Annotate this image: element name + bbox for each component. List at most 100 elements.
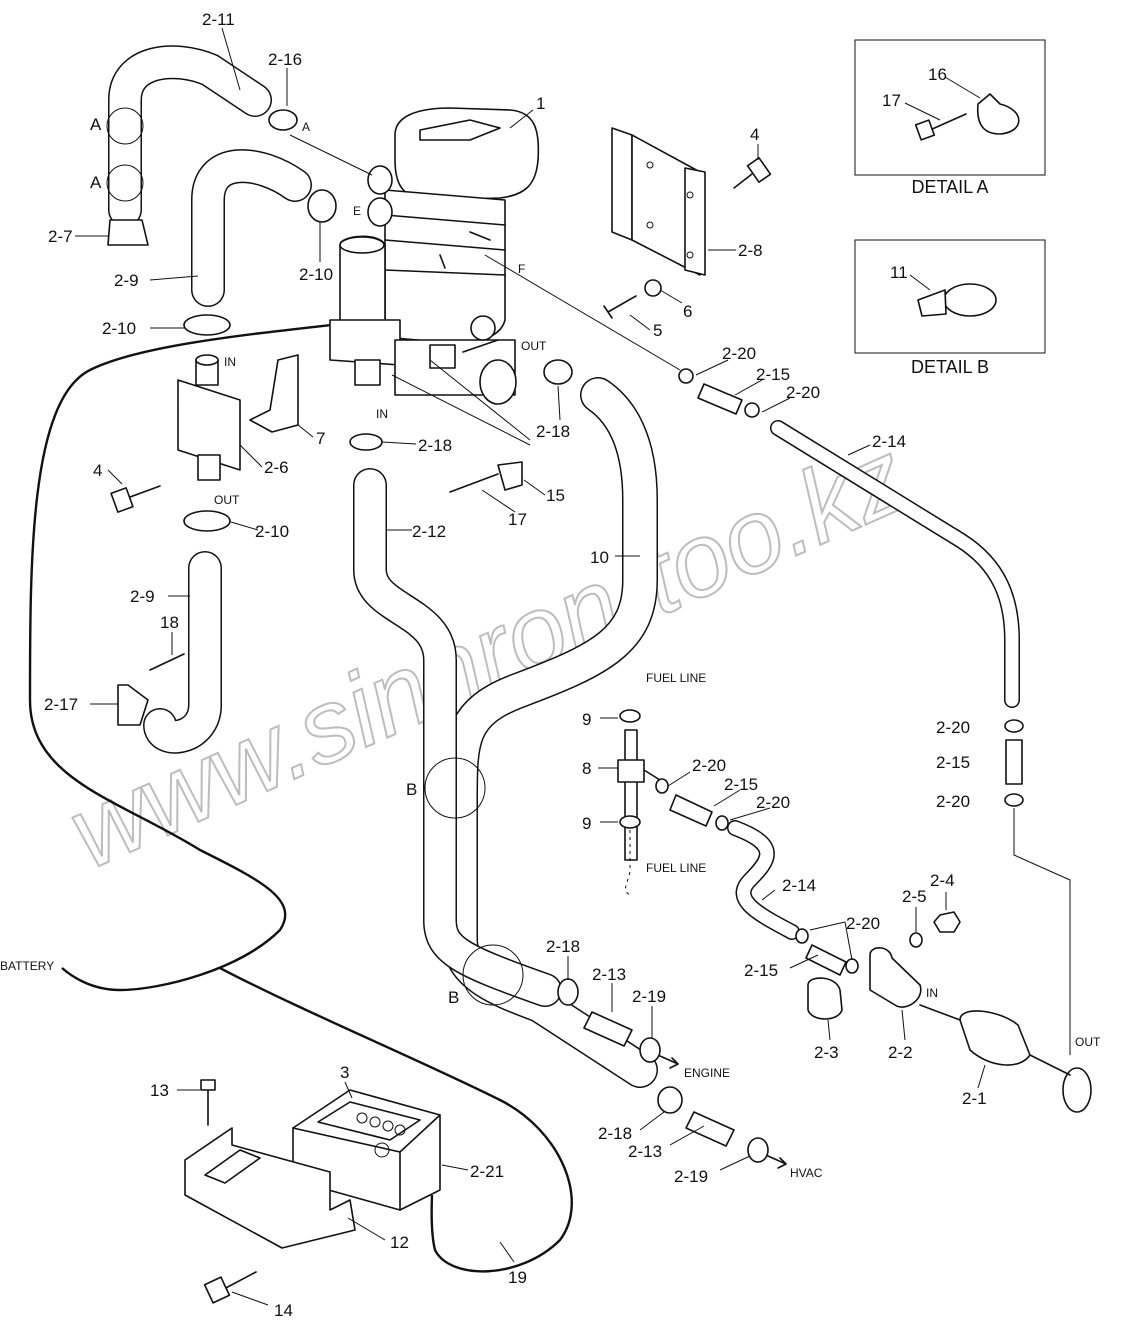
clamp-2-10-mid — [183, 314, 231, 336]
label-2-10-low: 2-10 — [255, 522, 289, 541]
leader-15 — [391, 359, 531, 446]
heater-unit — [329, 107, 540, 405]
clamp-9-bottom — [619, 815, 641, 829]
label-2-9-top: 2-9 — [114, 271, 139, 290]
hose-2-9-upper — [191, 149, 312, 307]
label-2-3: 2-3 — [814, 1043, 839, 1062]
label-2-6: 2-6 — [264, 458, 289, 477]
detail-a-clamp — [914, 93, 1020, 141]
controller-bracket-12 — [184, 1127, 356, 1249]
label-18: 18 — [160, 613, 179, 632]
detail-b-circle-2 — [462, 944, 524, 1006]
arrow-engine — [659, 1055, 679, 1069]
label-2-9-low: 2-9 — [130, 587, 155, 606]
leader-a — [289, 134, 373, 176]
label-2-1: 2-1 — [962, 1089, 987, 1108]
bolt-4-top — [733, 156, 772, 189]
clamp-2-20-d — [715, 815, 729, 831]
end-cap-2-7 — [107, 219, 149, 246]
label-4-left: 4 — [93, 461, 102, 480]
bolt-14 — [221, 1271, 257, 1291]
wire-harness — [28, 316, 391, 992]
controller-wire — [219, 966, 573, 1273]
label-9-top: 9 — [582, 710, 591, 729]
label-2-20-b: 2-20 — [786, 383, 820, 402]
label-2-18-c: 2-18 — [546, 937, 580, 956]
clamp-2-10-top — [307, 189, 337, 223]
label-8: 8 — [582, 759, 591, 778]
label-2-16: 2-16 — [268, 50, 302, 69]
label-2-13-a: 2-13 — [592, 965, 626, 984]
bolt-5 — [603, 295, 637, 319]
clamp-2-20-f — [845, 958, 859, 974]
tube-2-15-a — [697, 383, 743, 415]
label-a-1: A — [90, 115, 102, 134]
label-17: 17 — [508, 510, 527, 529]
detail-b-box — [854, 239, 1046, 354]
label-2-5: 2-5 — [902, 887, 927, 906]
clamp-2-18-out — [543, 359, 573, 385]
label-2-19-b: 2-19 — [674, 1167, 708, 1186]
label-2-17: 2-17 — [44, 695, 78, 714]
fuel-hose-2-14-lower — [727, 820, 800, 940]
label-detail-11: 11 — [890, 263, 908, 282]
clamp-2-20-e — [795, 928, 809, 944]
clamp-2-10-low — [183, 510, 231, 532]
clamp-2-20-h — [1004, 793, 1024, 807]
nut-2-4 — [933, 911, 961, 933]
label-2-4: 2-4 — [930, 871, 955, 890]
detail-a-box — [854, 39, 1046, 176]
clamp-2-20-a — [678, 368, 694, 384]
label-a-small: A — [302, 120, 310, 134]
label-2-20-a: 2-20 — [722, 344, 756, 363]
label-2-15-a: 2-15 — [756, 365, 790, 384]
label-out-1: OUT — [521, 339, 547, 353]
label-2-2: 2-2 — [888, 1043, 913, 1062]
fuel-line-dash — [625, 830, 631, 896]
tube-2-13-engine — [583, 1011, 633, 1047]
label-a-2: A — [90, 173, 102, 192]
label-2-15-d: 2-15 — [936, 753, 970, 772]
label-2-11: 2-11 — [202, 10, 235, 29]
label-5: 5 — [653, 321, 662, 340]
fuel-hose-2-14-upper — [770, 420, 1020, 708]
label-2-20-h: 2-20 — [936, 792, 970, 811]
label-out-3: OUT — [1075, 1035, 1101, 1049]
clamp-2-16 — [268, 109, 298, 131]
label-b-2: B — [448, 988, 459, 1007]
washer-2-5 — [909, 932, 923, 948]
label-out-2: OUT — [214, 493, 240, 507]
clamp-2-19-hvac — [747, 1137, 769, 1163]
clamp-2-20-c — [655, 778, 669, 794]
bolt-18 — [149, 653, 185, 671]
label-2-15-c: 2-15 — [744, 961, 778, 980]
clamp-2-18-hvac — [657, 1086, 683, 1114]
label-2-10-mid: 2-10 — [102, 319, 136, 338]
label-detail-16: 16 — [928, 65, 947, 84]
damper-2-3 — [807, 977, 843, 1020]
label-battery: BATTERY — [0, 959, 54, 973]
bolt-17 — [449, 473, 499, 493]
label-4-top: 4 — [750, 125, 759, 144]
clamp-2-20-b — [744, 402, 760, 418]
mounting-bracket — [611, 127, 706, 276]
label-13: 13 — [150, 1081, 169, 1100]
washer-6 — [644, 279, 662, 297]
detail-a-title: DETAIL A — [911, 177, 988, 197]
label-fuel-line-2: FUEL LINE — [646, 861, 706, 875]
label-6: 6 — [683, 302, 692, 321]
arrow-hvac — [767, 1155, 787, 1169]
label-12: 12 — [390, 1233, 409, 1252]
clamp-9-top — [619, 709, 641, 723]
label-14: 14 — [274, 1301, 293, 1320]
label-engine: ENGINE — [684, 1066, 730, 1080]
label-fuel-line-1: FUEL LINE — [646, 671, 706, 685]
bracket-7 — [249, 354, 299, 433]
callout-leaders — [75, 27, 986, 1306]
label-2-20-g: 2-20 — [936, 718, 970, 737]
label-2-19-a: 2-19 — [632, 987, 666, 1006]
clamp-2-18-engine — [557, 978, 579, 1006]
label-e: E — [353, 204, 361, 218]
tube-2-15-c — [805, 944, 847, 976]
